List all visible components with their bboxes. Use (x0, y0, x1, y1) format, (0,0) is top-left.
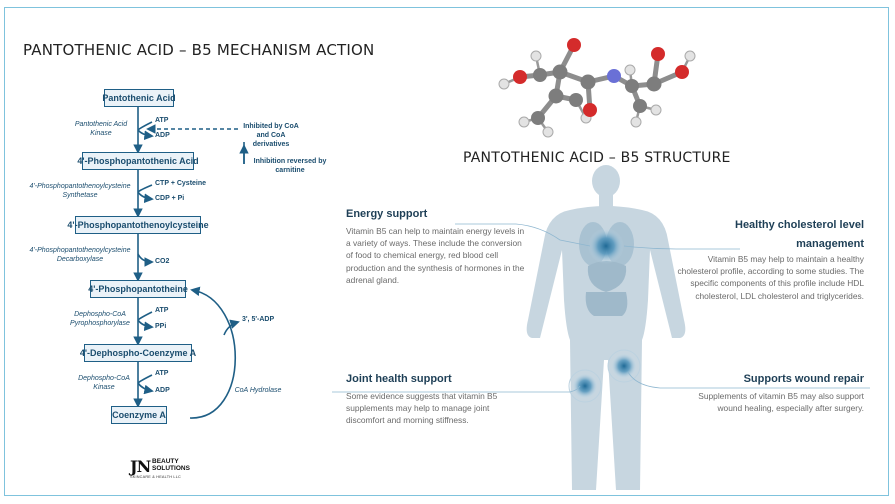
cofactor-35-adp: 3', 5'-ADP (242, 316, 275, 323)
enzyme-decarboxylase: 4'-Phosphopantothenoylcysteine Decarboxy… (29, 247, 131, 263)
cholesterol-title: Healthy cholesterol level management (735, 219, 864, 250)
enzyme-pantothenic-acid-kinase: Pantothenic Acid Kinase (74, 121, 128, 137)
cofactor-adp-2: ADP (155, 387, 170, 394)
cofactor-atp-3: ATP (155, 370, 169, 377)
enzyme-synthetase: 4'-Phosphopantothenoylcysteine Synthetas… (29, 183, 131, 199)
cofactor-ppi: PPi (155, 323, 167, 330)
logo-line1: BEAUTY (152, 458, 179, 465)
cofactor-atp-2: ATP (155, 307, 169, 314)
node-phosphopantotheine: 4'-Phosphopantotheine (88, 280, 188, 298)
node-dephospho-coenzyme-a: 4'-Dephospho-Coenzyme A (80, 344, 196, 362)
node-phosphopantothenic-acid: 4'-Phosphopantothenic Acid (77, 152, 199, 170)
cholesterol-body: Vitamin B5 may help to maintain a health… (677, 254, 864, 301)
cofactor-adp-1: ADP (155, 132, 170, 139)
cofactor-atp-1: ATP (155, 117, 169, 124)
enzyme-pyrophosphorylase: Dephospho-CoA Pyrophosphorylase (70, 311, 130, 327)
wound-title: Supports wound repair (743, 373, 864, 385)
joint-body: Some evidence suggests that vitamin B5 s… (346, 391, 498, 426)
note-reversed: Inhibition reversed by carnitine (253, 158, 327, 174)
node-phosphopantothenoylcysteine: 4'-Phosphopantothenoylcysteine (67, 216, 209, 234)
node-pantothenic-acid: Pantothenic Acid (102, 89, 176, 107)
structure-title: PANTOTHENIC ACID – B5 STRUCTURE (463, 150, 731, 166)
joint-title: Joint health support (346, 373, 452, 385)
energy-title: Energy support (346, 208, 428, 220)
logo-name: BEAUTY SOLUTIONS (152, 458, 190, 472)
cofactor-co2: CO2 (155, 258, 170, 265)
note-inhibited: Inhibited by CoA and CoA derivatives (243, 123, 299, 148)
energy-body: Vitamin B5 can help to maintain energy l… (346, 226, 525, 285)
mechanism-title: PANTOTHENIC ACID – B5 MECHANISM ACTION (23, 41, 375, 59)
node-coenzyme-a: Coenzyme A (111, 406, 167, 424)
cofactor-cdp-pi: CDP + Pi (155, 195, 185, 202)
page-frame (4, 7, 889, 496)
enzyme-coa-hydrolase: CoA Hydrolase (234, 387, 282, 394)
wound-body: Supplements of vitamin B5 may also suppo… (698, 391, 864, 414)
logo-line2: SOLUTIONS (152, 465, 190, 472)
cofactor-ctp-cysteine: CTP + Cysteine (155, 180, 207, 187)
jn-beauty-logo: JN BEAUTY SOLUTIONS SKINCARE & HEALTH LL… (130, 457, 210, 483)
logo-tagline: SKINCARE & HEALTH LLC (130, 475, 181, 479)
logo-mark: JN (130, 457, 151, 476)
enzyme-dephospho-coa-kinase: Dephospho-CoA Kinase (78, 375, 130, 391)
